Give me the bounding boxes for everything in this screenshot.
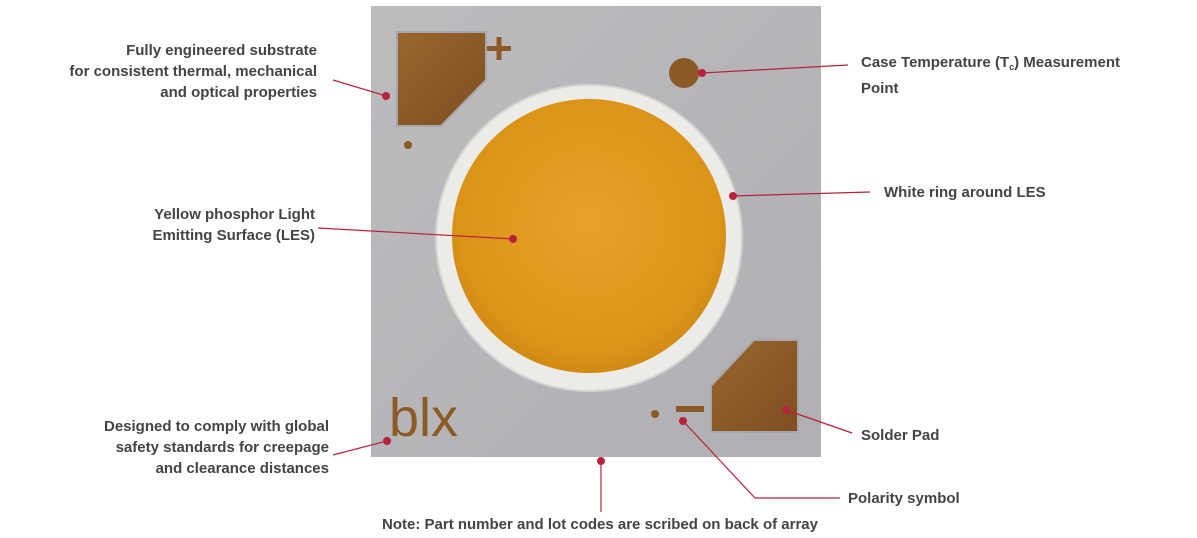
les-callout: Yellow phosphor Light Emitting Surface (… — [152, 204, 315, 246]
small-via-bottom — [651, 410, 659, 418]
substrate-callout: Fully engineered substrate for consisten… — [69, 40, 317, 103]
minus-polarity-icon — [676, 406, 704, 412]
case-temperature-callout-line-2: Point — [861, 80, 899, 97]
creepage-callout-line-2: safety standards for creepage — [115, 439, 329, 456]
case-temperature-pad — [669, 58, 699, 88]
negative-solder-pad — [710, 339, 799, 433]
les-callout-line-1: Yellow phosphor Light — [154, 206, 315, 223]
white-ring-callout: White ring around LES — [884, 184, 1046, 201]
creepage-callout-line-1: Designed to comply with global — [103, 418, 329, 435]
creepage-callout: Designed to comply with global safety st… — [104, 416, 329, 479]
leader-lines — [317, 64, 871, 512]
substrate-callout-line-3: and optical properties — [160, 84, 317, 101]
substrate-callout-line-1: Fully engineered substrate — [126, 42, 317, 59]
note-callout: Note: Part number and lot codes are scri… — [382, 516, 818, 533]
positive-solder-pad — [396, 31, 487, 127]
solder-pad-callout: Solder Pad — [861, 427, 940, 444]
blx-logo: blx — [389, 388, 458, 448]
case-temperature-callout: Case Temperature (Tc) Measurement Point — [861, 52, 1120, 99]
plus-polarity-icon — [487, 37, 511, 60]
light-emitting-surface — [452, 99, 726, 373]
small-via-top — [404, 141, 412, 149]
substrate-callout-line-2: for consistent thermal, mechanical — [69, 63, 317, 80]
polarity-callout: Polarity symbol — [848, 490, 960, 507]
case-temperature-callout-line-1: Case Temperature (Tc) Measurement — [861, 54, 1120, 72]
creepage-callout-line-3: and clearance distances — [155, 460, 329, 477]
les-callout-line-2: Emitting Surface (LES) — [152, 227, 315, 244]
